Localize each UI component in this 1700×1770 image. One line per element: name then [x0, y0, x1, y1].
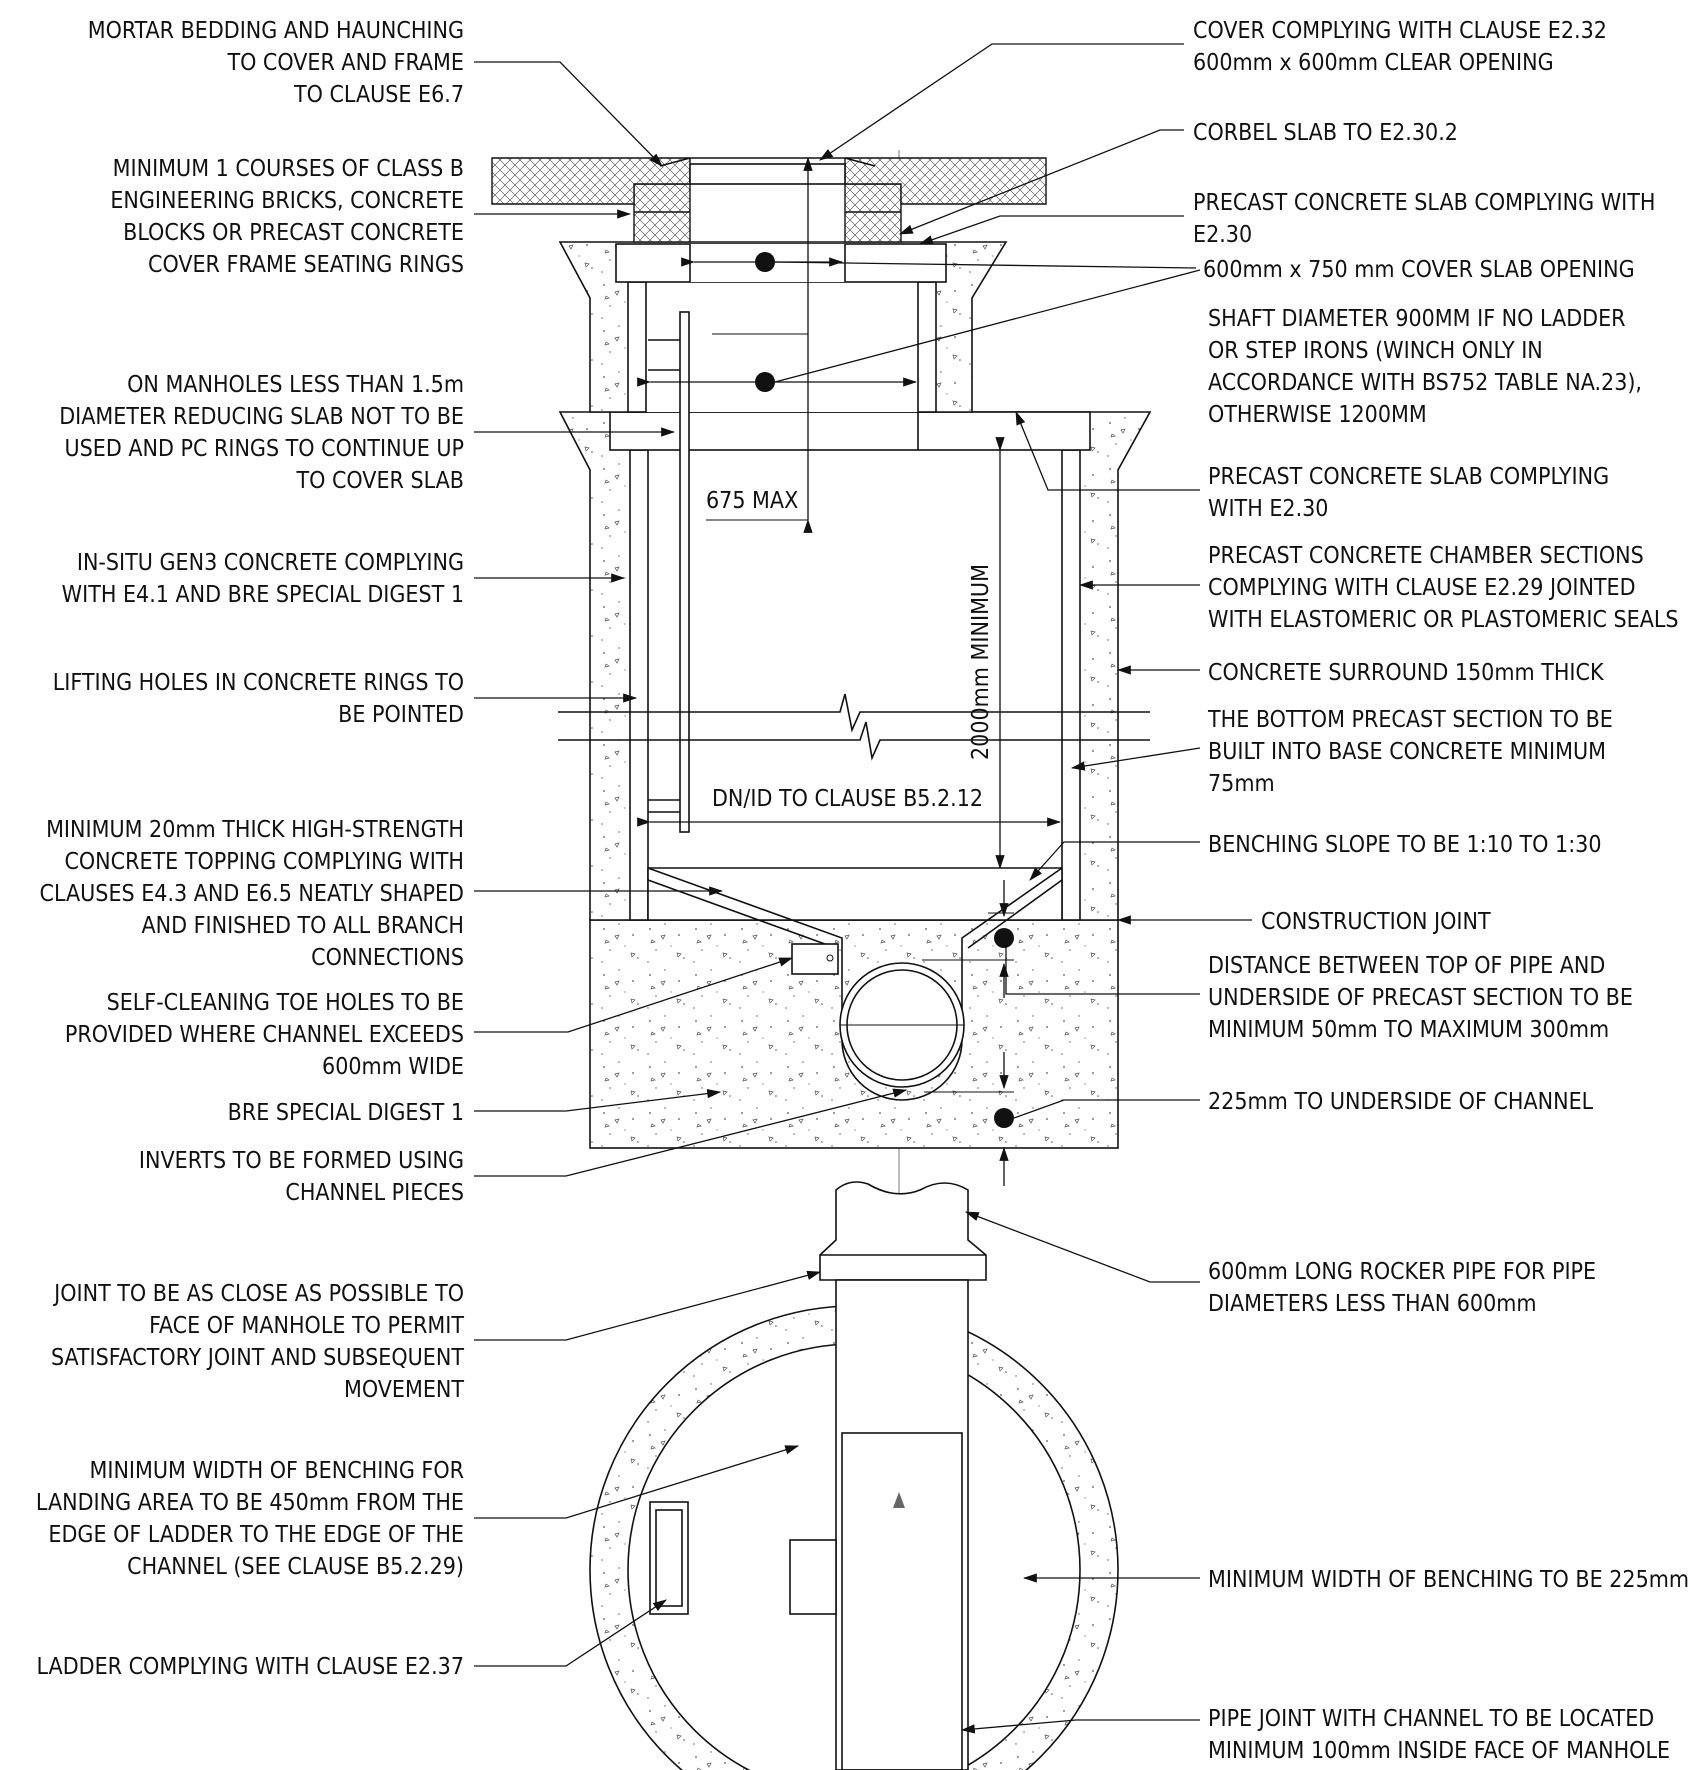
- toe-hole: [791, 943, 839, 975]
- label-benching-width: MINIMUM WIDTH OF BENCHING TO BE 225mm: [1208, 1567, 1689, 1593]
- ladder-stile: [679, 311, 690, 833]
- leader-lines: [474, 43, 1252, 1734]
- seating-brick-right: [844, 183, 902, 243]
- shaft-ring-left: [627, 281, 647, 413]
- chamber-void: [630, 450, 1080, 920]
- cover-frame: [689, 163, 846, 185]
- seating-brick-left: [633, 183, 691, 243]
- label-underside-channel: 225mm TO UNDERSIDE OF CHANNEL: [1208, 1089, 1594, 1115]
- benching-channel: [647, 867, 1063, 1101]
- label-concrete-surround: CONCRETE SURROUND 150mm THICK: [1208, 660, 1604, 686]
- label-bre-digest: BRE SPECIAL DIGEST 1: [228, 1100, 464, 1126]
- label-benching-slope: BENCHING SLOPE TO BE 1:10 TO 1:30: [1208, 832, 1602, 858]
- dim-675-max: 675 MAX: [706, 488, 798, 514]
- dimensions: 675 MAX 2000mm MINIMUM DN/ID TO CLAUSE B…: [637, 156, 1062, 1186]
- shaft-ring-right: [917, 281, 937, 413]
- plan-toe-hole: [789, 1539, 837, 1615]
- label-cover-slab-opening: 600mm x 750 mm COVER SLAB OPENING: [1203, 257, 1635, 283]
- dim-dn-id: DN/ID TO CLAUSE B5.2.12: [712, 786, 983, 812]
- label-ladder: LADDER COMPLYING WITH CLAUSE E2.37: [37, 1654, 465, 1680]
- dim-2000-minimum: 2000mm MINIMUM: [968, 564, 994, 760]
- break-line-bottom: [558, 721, 1150, 761]
- chamber-ring-right: [1061, 449, 1081, 921]
- label-construction-joint: CONSTRUCTION JOINT: [1261, 909, 1491, 935]
- chamber-ring-left: [629, 449, 649, 921]
- break-line-top: [558, 693, 1150, 733]
- flow-arrow-icon: [893, 1492, 905, 1508]
- precast-slab-mid: [609, 411, 1091, 451]
- label-corbel-slab: CORBEL SLAB TO E2.30.2: [1193, 120, 1458, 146]
- plan-channel: [835, 1279, 969, 1770]
- manhole-section: [491, 150, 1152, 1770]
- rocker-pipe: [819, 1181, 987, 1281]
- plan-channel-inner: [841, 1432, 963, 1770]
